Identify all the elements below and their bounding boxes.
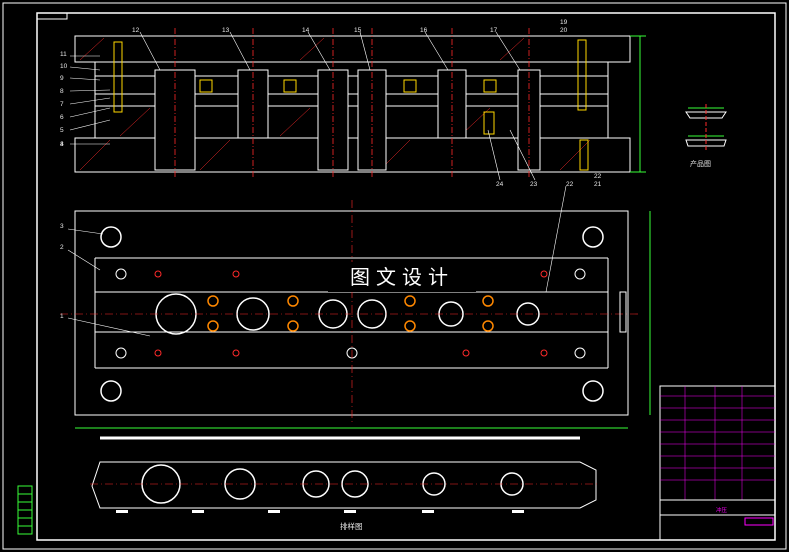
callout-top-0: 12 bbox=[132, 27, 140, 34]
lower-die-plan-outline bbox=[74, 210, 629, 416]
product-caption: 产品图 bbox=[690, 159, 711, 168]
guide-pillar-tr bbox=[582, 226, 604, 248]
die-plan-view bbox=[60, 200, 651, 429]
guide-pillar-br bbox=[582, 380, 604, 402]
title-block bbox=[659, 385, 776, 541]
strip-layout bbox=[90, 436, 600, 513]
strip-caption: 排样图 bbox=[340, 521, 363, 531]
callout-top-2: 14 bbox=[302, 27, 310, 34]
die-section-view bbox=[74, 28, 646, 178]
title-block-label: 冲压 bbox=[716, 506, 728, 514]
callout-section-3: 8 bbox=[60, 88, 64, 95]
callout-plan-2: 1 bbox=[60, 313, 64, 320]
callout-section-6: 5 bbox=[60, 127, 64, 134]
guide-pillar-bl bbox=[100, 380, 122, 402]
callout-section-4: 7 bbox=[60, 101, 64, 108]
callout-plan-1: 2 bbox=[60, 244, 64, 251]
sheet-inner-border bbox=[36, 12, 776, 541]
callout-bottom-0: 24 bbox=[496, 181, 504, 188]
callout-top-4: 16 bbox=[420, 27, 428, 34]
callout-top-7: 20 bbox=[560, 27, 568, 34]
callout-bottom-3: 21 bbox=[594, 181, 602, 188]
callout-bottom-2: 22 bbox=[594, 173, 602, 180]
callout-top-1: 13 bbox=[222, 27, 230, 34]
product-view bbox=[685, 104, 727, 150]
callout-top-5: 17 bbox=[490, 27, 498, 34]
callout-section-1: 10 bbox=[60, 63, 68, 70]
lower-die-base bbox=[74, 137, 631, 173]
punch-16 bbox=[437, 69, 467, 139]
callout-section-7: 3 bbox=[60, 141, 64, 148]
callout-section-2: 9 bbox=[60, 75, 64, 82]
callout-plan-3: 22 bbox=[566, 181, 574, 188]
callout-section-5: 6 bbox=[60, 114, 64, 121]
margin-legend bbox=[17, 485, 33, 535]
callout-top-6: 19 bbox=[560, 19, 568, 26]
callout-top-3: 15 bbox=[354, 27, 362, 34]
callout-plan-0: 3 bbox=[60, 223, 64, 230]
callout-bottom-1: 23 bbox=[530, 181, 538, 188]
guide-pillar-tl bbox=[100, 226, 122, 248]
upper-die-base bbox=[74, 35, 631, 63]
callout-section-0: 11 bbox=[60, 51, 67, 58]
callout-section-8: 4 bbox=[60, 141, 64, 148]
corner-tag bbox=[36, 12, 68, 20]
watermark: 图文设计 bbox=[328, 262, 476, 292]
